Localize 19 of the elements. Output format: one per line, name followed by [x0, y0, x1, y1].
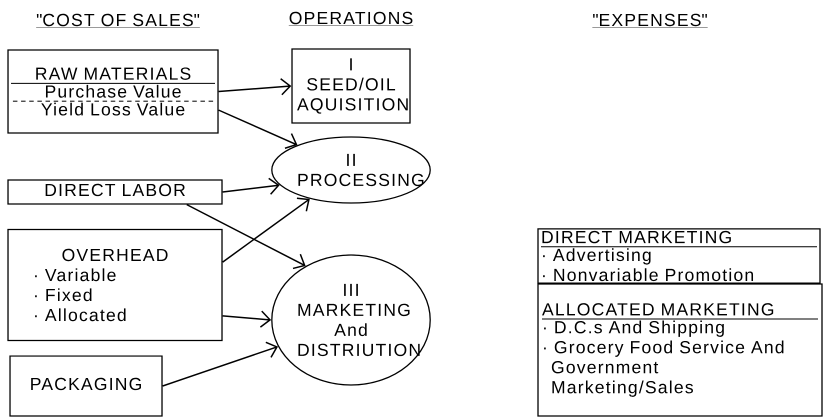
box: RAW MATERIALS Purchase Value Yield Loss Value — [7, 49, 219, 134]
box: DIRECT LABOR — [7, 179, 223, 205]
box: I SEED/OIL AQUISITION — [291, 48, 411, 124]
arrow — [222, 178, 280, 195]
box: ALLOCATED MARKETING · D.C.s And Shipping · Grocery Food Service And Government Marketing/Sales — [537, 283, 823, 417]
column-heading: "EXPENSES" — [592, 14, 708, 28]
box: DIRECT MARKETING · Advertising · Nonvariable Promotion — [537, 228, 821, 284]
arrow — [222, 198, 310, 263]
arrow — [186, 204, 306, 270]
column-heading: OPERATIONS — [288, 12, 414, 26]
box: PACKAGING — [9, 355, 163, 417]
arrow — [218, 78, 292, 96]
box: OVERHEAD · Variable · Fixed · Allocated — [7, 228, 223, 342]
arrow — [162, 342, 278, 387]
arrow — [218, 109, 298, 149]
ellipse-node: II PROCESSING — [271, 136, 431, 204]
arrow — [222, 310, 272, 328]
ellipse-node: III MARKETING And DISTRIUTION — [271, 254, 431, 386]
column-heading: "COST OF SALES" — [36, 14, 200, 28]
